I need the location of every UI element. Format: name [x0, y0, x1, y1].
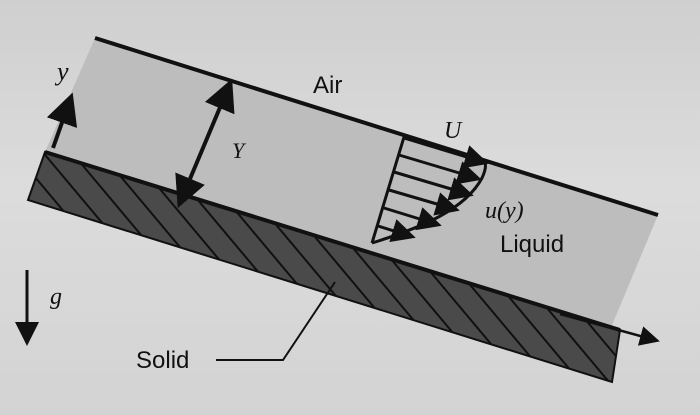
y-axis-label: y — [54, 57, 69, 86]
velocity-arrow-6 — [377, 219, 416, 243]
velocity-arrow-1 — [403, 136, 489, 169]
solid-label: Solid — [136, 347, 189, 374]
free-surface-line — [94, 36, 659, 217]
solid-leader-line — [216, 281, 336, 361]
velocity-arrow-4 — [388, 188, 460, 216]
gravity-label: g — [50, 284, 62, 310]
y-axis-arrow — [46, 92, 78, 149]
x-direction-arrow — [559, 312, 660, 346]
velocity-arrow-3 — [393, 170, 474, 201]
velocity-arrow-5 — [383, 206, 442, 231]
profile-reference-line — [370, 136, 406, 244]
film-thickness-label: Y — [232, 138, 247, 163]
air-label: Air — [313, 72, 342, 99]
velocity-arrows — [377, 136, 489, 243]
velocity-arrow-2 — [398, 153, 482, 185]
velocity-profile-label: u(y) — [485, 198, 524, 224]
liquid-label: Liquid — [500, 231, 564, 258]
film-thickness-arrow — [175, 78, 235, 209]
surface-velocity-label: U — [444, 118, 463, 144]
solid-surface-line — [44, 150, 621, 332]
